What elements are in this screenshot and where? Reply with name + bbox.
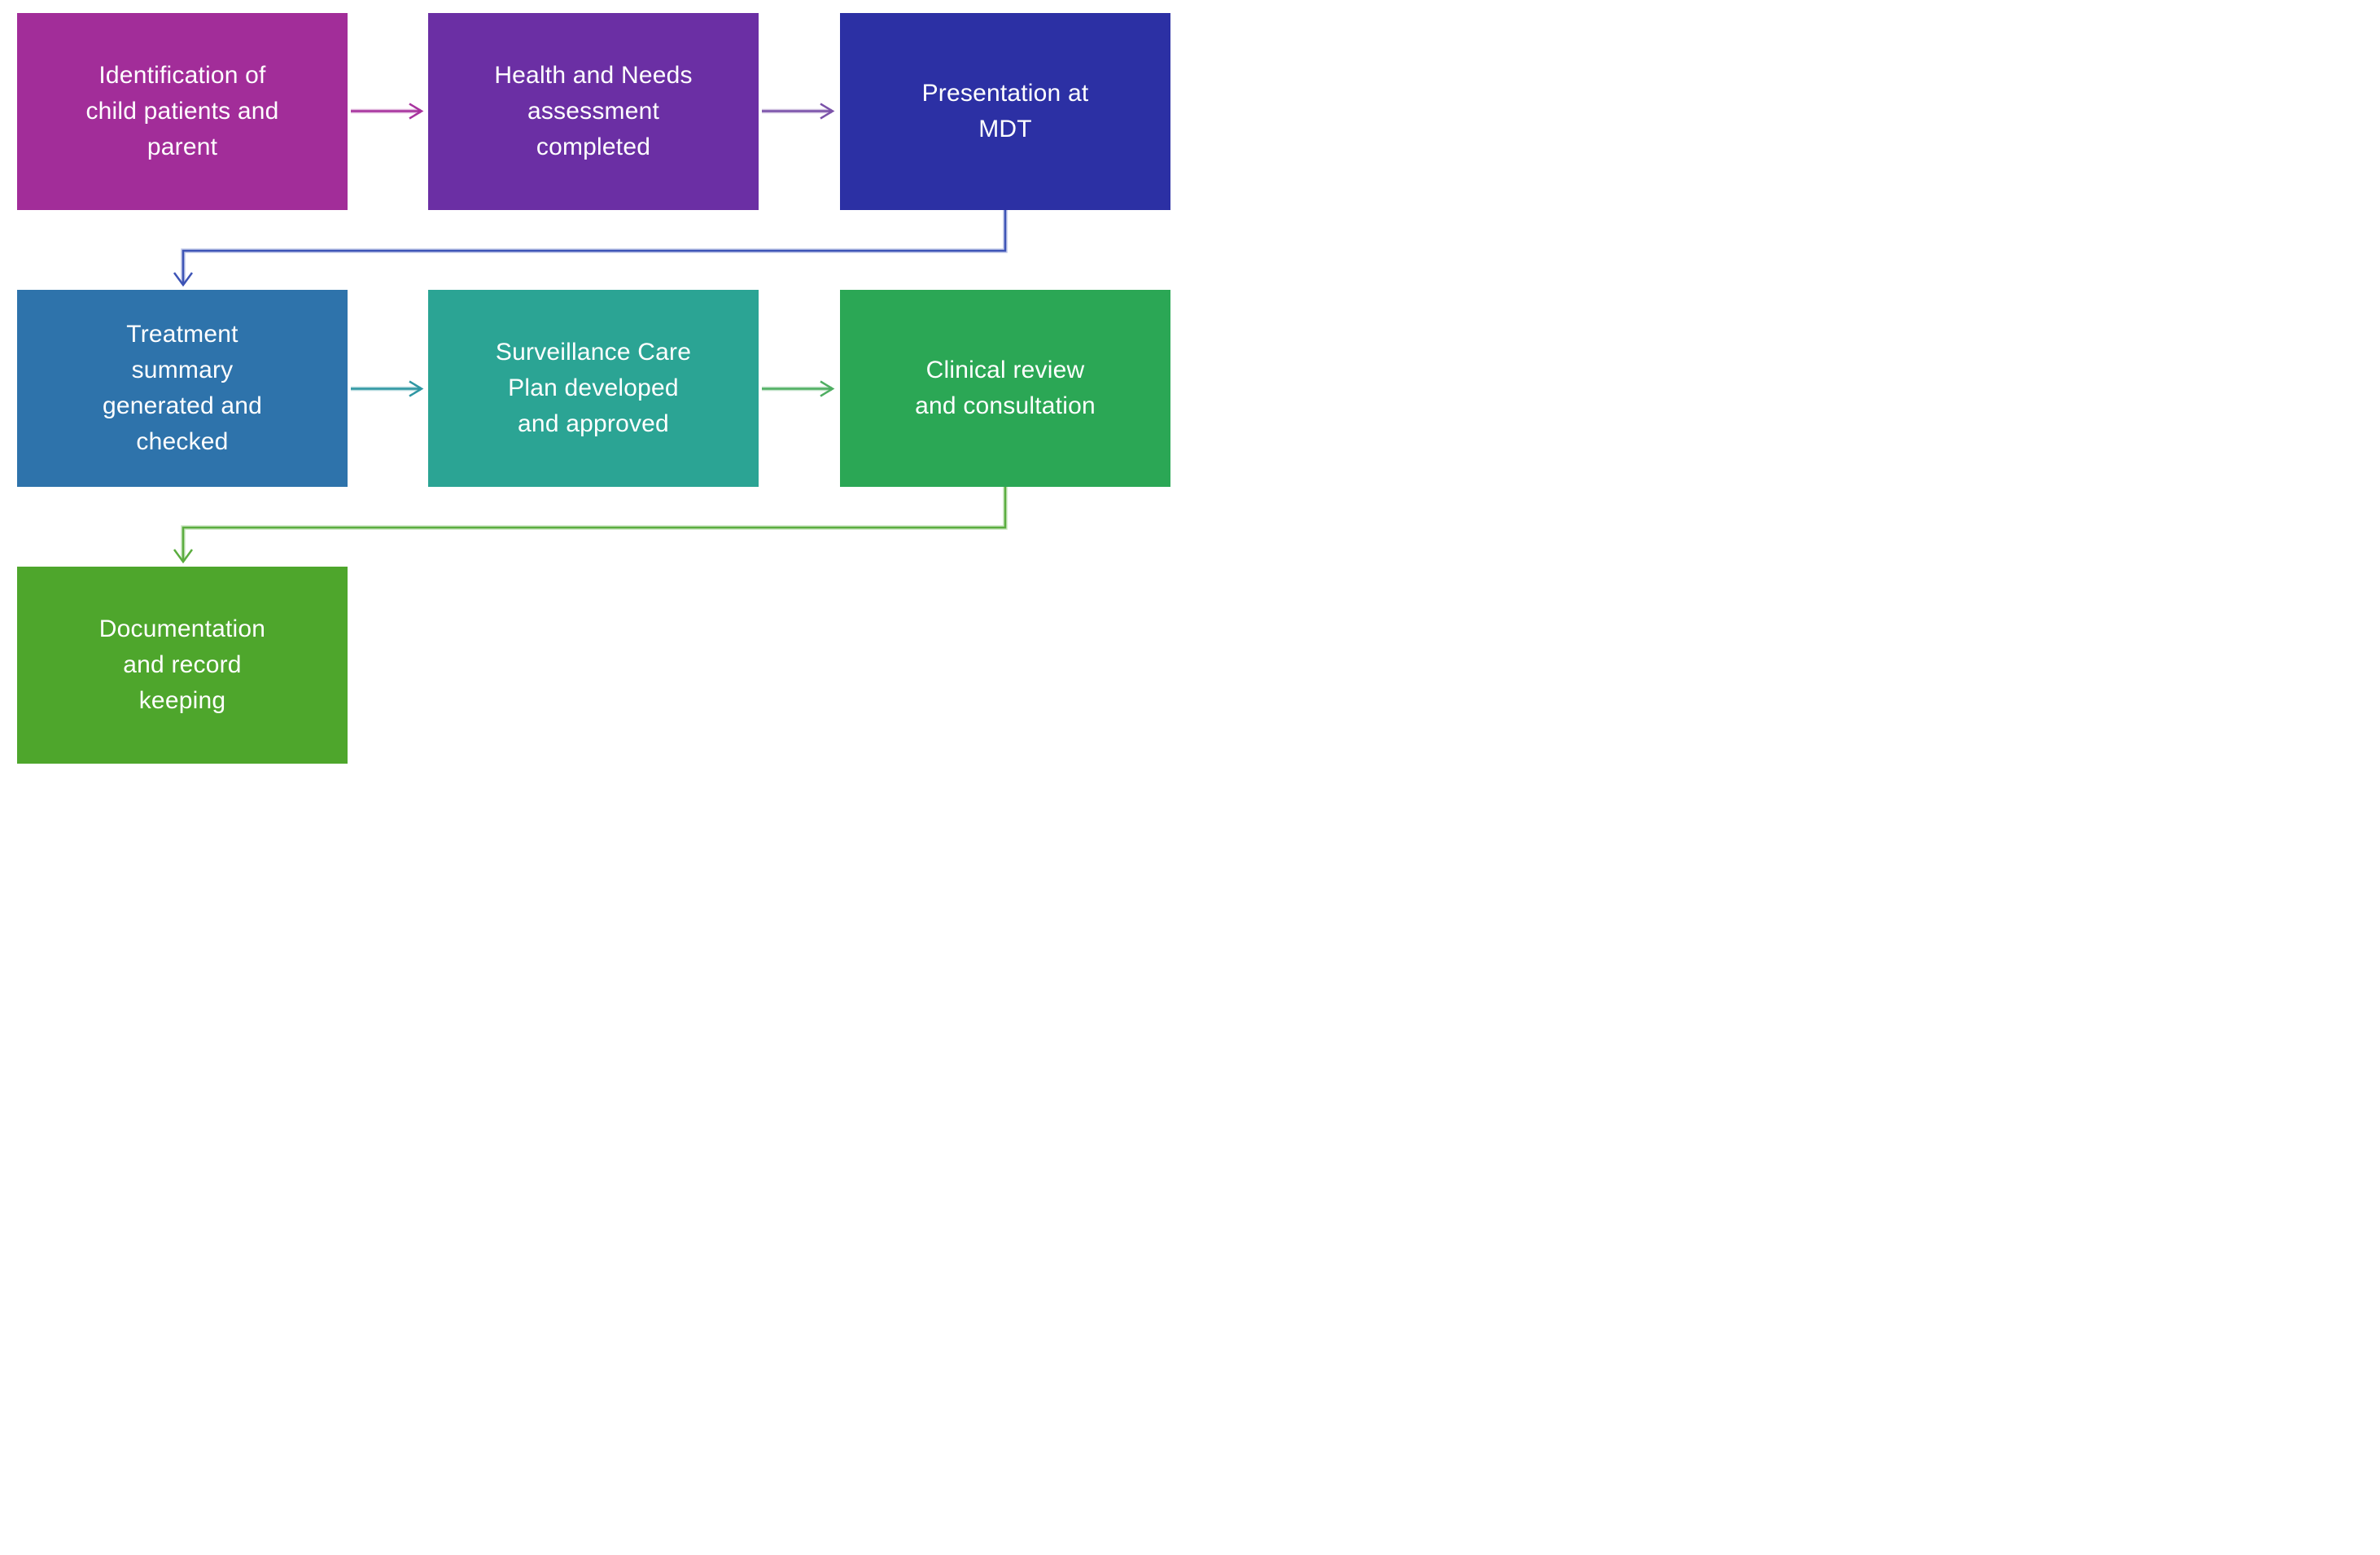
- flow-box-treatment-summary: Treatment summary generated and checked: [17, 290, 348, 487]
- flow-box-label: Identification of child patients and par…: [85, 62, 279, 160]
- flow-box-label: Treatment summary generated and checked: [102, 321, 263, 455]
- connector-health-needs-to-mdt-arrow: [762, 103, 835, 120]
- flow-box-label: Surveillance Care Plan developed and app…: [495, 339, 692, 437]
- connector-identification-to-health-needs-arrow: [351, 103, 424, 120]
- flow-box-documentation-record-keeping: Documentation and record keeping: [17, 567, 348, 764]
- connector-clinical-to-documentation-elbow-arrow: [173, 487, 1008, 564]
- flow-box-label: Clinical review and consultation: [915, 357, 1096, 419]
- flow-box-label: Documentation and record keeping: [98, 615, 266, 714]
- flow-box-presentation-at-mdt: Presentation at MDT: [840, 13, 1170, 210]
- connector-mdt-to-treatment-elbow-arrow: [173, 210, 1008, 287]
- flow-box-label: Presentation at MDT: [921, 80, 1089, 142]
- flow-box-clinical-review: Clinical review and consultation: [840, 290, 1170, 487]
- flow-box-identification-of-child-patients: Identification of child patients and par…: [17, 13, 348, 210]
- flow-box-health-and-needs-assessment: Health and Needs assessment completed: [428, 13, 759, 210]
- flow-box-label: Health and Needs assessment completed: [494, 62, 693, 160]
- connector-surveillance-to-clinical-arrow: [762, 380, 835, 397]
- flow-box-surveillance-care-plan: Surveillance Care Plan developed and app…: [428, 290, 759, 487]
- connector-treatment-to-surveillance-arrow: [351, 380, 424, 397]
- flowchart-canvas: Identification of child patients and par…: [0, 0, 1190, 778]
